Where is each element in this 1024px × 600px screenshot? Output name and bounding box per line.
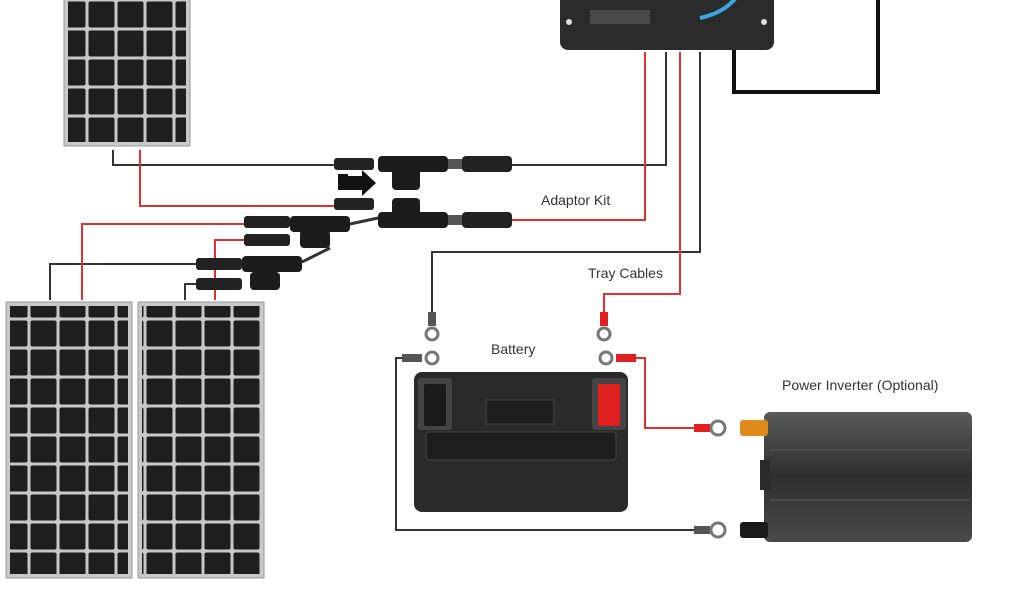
solar-panel-bottom-right	[137, 301, 265, 579]
charge-controller	[560, 0, 774, 50]
ring-terminals-icon	[402, 312, 636, 366]
battery-to-inverter-wires	[395, 357, 727, 539]
tray-cables	[431, 52, 701, 312]
load-wire	[732, 0, 880, 94]
battery-positive-terminal	[598, 384, 620, 426]
tray-cables-label: Tray Cables	[588, 265, 663, 281]
branch-connectors-icon	[196, 156, 512, 290]
battery	[414, 372, 628, 512]
battery-label: Battery	[491, 341, 536, 357]
adaptor-kit-label: Adaptor Kit	[541, 192, 611, 208]
adaptor-to-controller-wires	[512, 52, 667, 221]
solar-panel-bottom-left	[5, 301, 133, 579]
top-panel-wires	[112, 150, 335, 207]
power-inverter	[740, 412, 972, 542]
power-inverter-label: Power Inverter (Optional)	[782, 377, 939, 393]
direction-arrow-icon	[338, 170, 376, 196]
solar-panel-top	[63, 0, 191, 147]
